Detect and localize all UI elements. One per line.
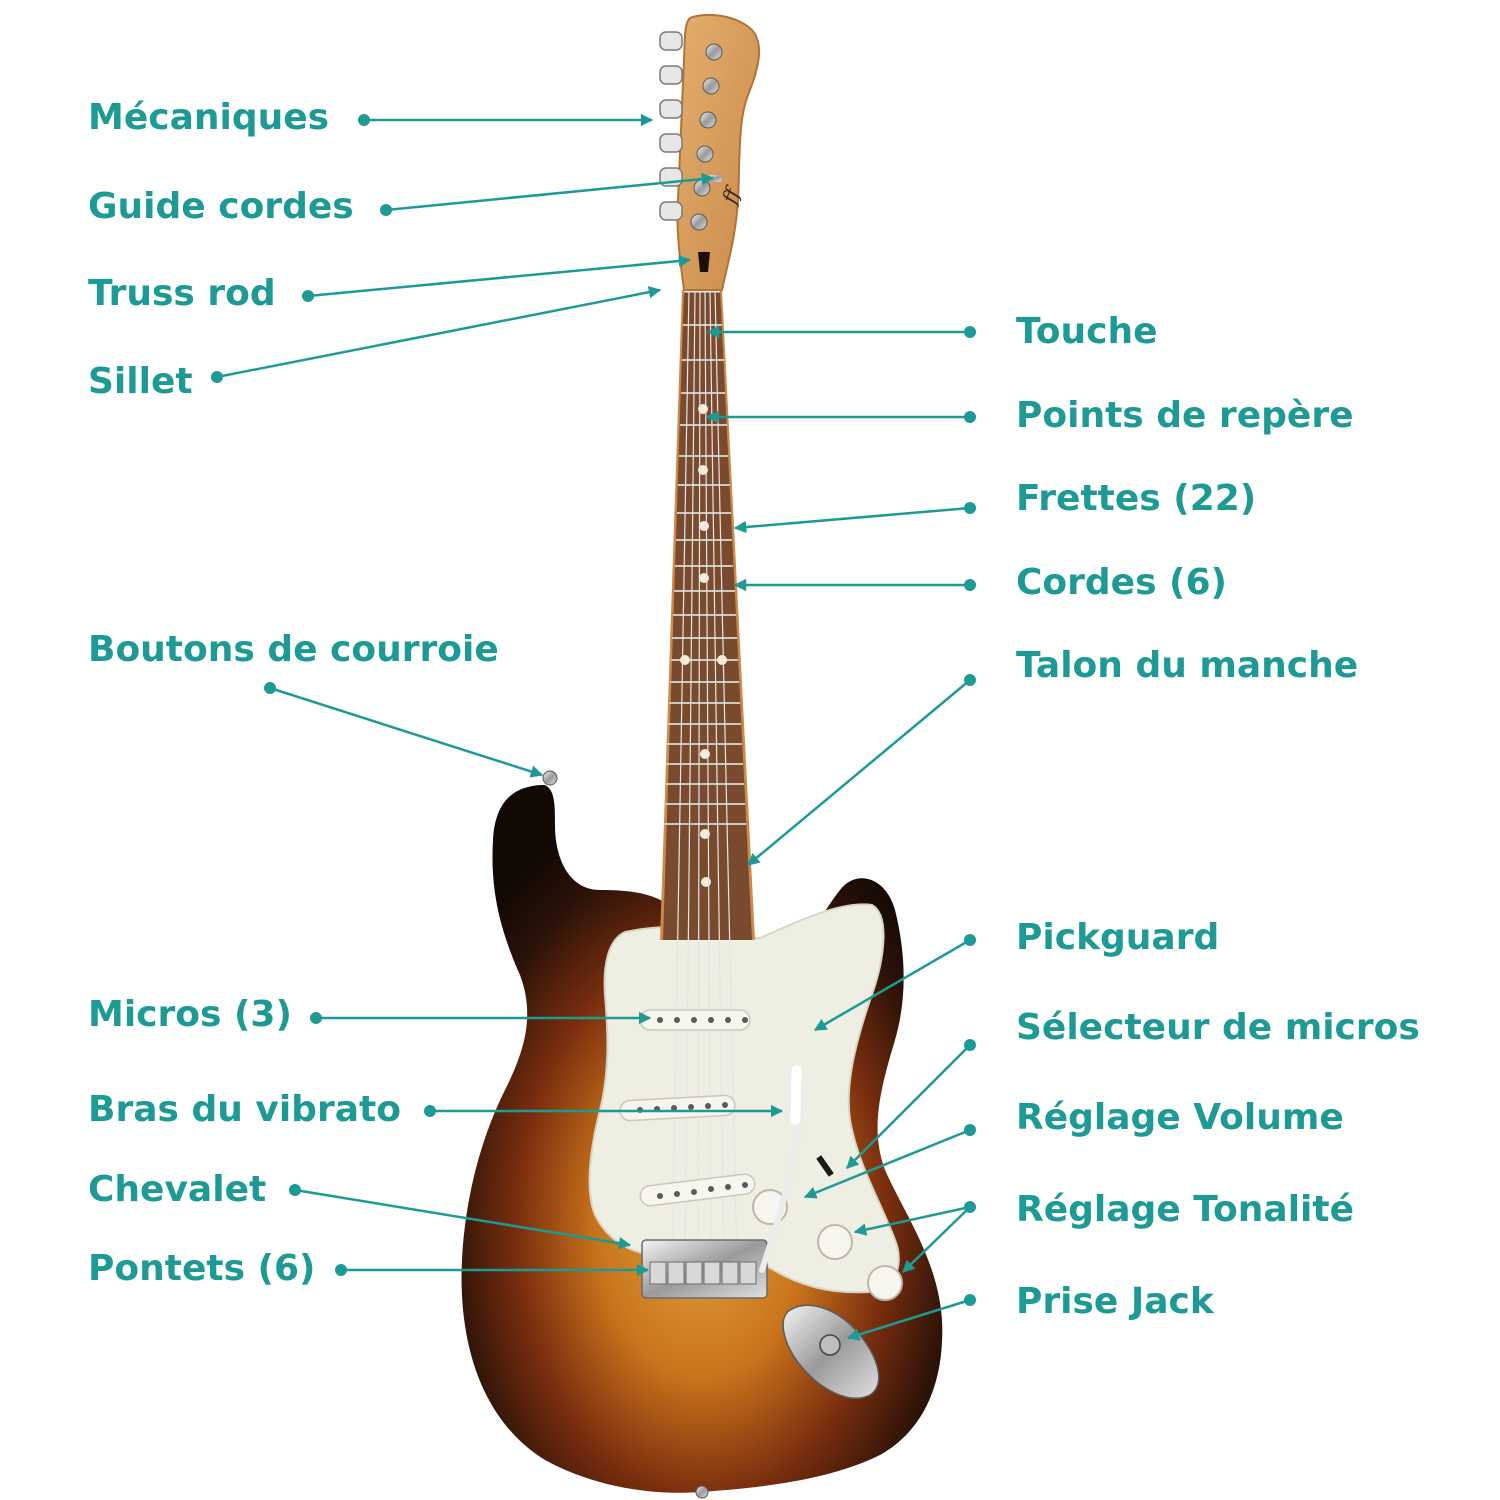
label-boutons-courroie: Boutons de courroie bbox=[88, 629, 499, 670]
label-truss-rod: Truss rod bbox=[88, 273, 276, 314]
jack-plate bbox=[782, 1304, 880, 1399]
pointer-dots bbox=[211, 114, 976, 1306]
label-talon-manche: Talon du manche bbox=[1016, 645, 1359, 686]
label-cordes: Cordes (6) bbox=[1016, 562, 1228, 603]
label-guide-cordes: Guide cordes bbox=[88, 186, 354, 227]
label-mecaniques: Mécaniques bbox=[88, 97, 330, 138]
label-micros: Micros (3) bbox=[88, 994, 292, 1035]
label-frettes: Frettes (22) bbox=[1016, 478, 1257, 519]
label-reglage-volume: Réglage Volume bbox=[1016, 1097, 1344, 1138]
label-points-repere: Points de repère bbox=[1016, 395, 1354, 436]
label-sillet: Sillet bbox=[88, 361, 193, 402]
label-chevalet: Chevalet bbox=[88, 1169, 267, 1210]
truss-rod-nut bbox=[698, 252, 710, 272]
saddles bbox=[649, 1261, 757, 1285]
pickup-selector bbox=[816, 1155, 834, 1177]
label-selecteur: Sélecteur de micros bbox=[1016, 1007, 1420, 1048]
pointer-lines bbox=[216, 113, 971, 1341]
label-prise-jack: Prise Jack bbox=[1016, 1281, 1214, 1322]
strap-button-top bbox=[542, 770, 558, 786]
tuners bbox=[659, 31, 723, 231]
frets bbox=[664, 287, 746, 825]
strap-button-bottom bbox=[695, 1485, 709, 1499]
label-pickguard: Pickguard bbox=[1016, 917, 1220, 958]
label-reglage-tonalite: Réglage Tonalité bbox=[1016, 1189, 1354, 1230]
label-pontets: Pontets (6) bbox=[88, 1248, 316, 1289]
label-bras-vibrato: Bras du vibrato bbox=[88, 1089, 401, 1130]
label-touche: Touche bbox=[1016, 311, 1158, 352]
